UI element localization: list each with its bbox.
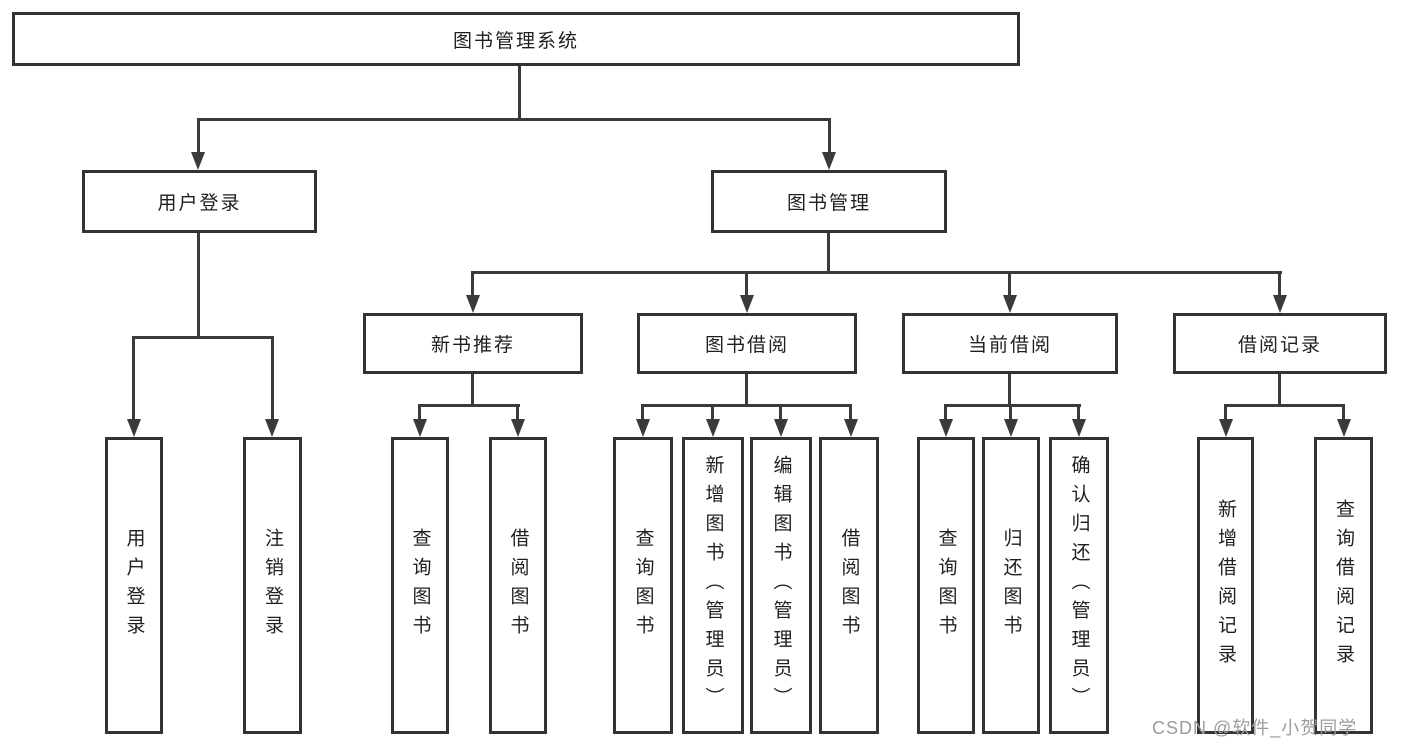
leaf-label: 注销登录 <box>262 527 283 644</box>
connector-drop <box>516 404 519 421</box>
arrowhead-down-icon <box>511 419 525 437</box>
connector-book-borrow-branch <box>641 404 852 407</box>
leaf-user-login: 用户登录 <box>105 437 163 734</box>
leaf-records-query: 查询借阅记录 <box>1314 437 1373 734</box>
leaf-label: 确认归还（管理员） <box>1068 455 1090 716</box>
connector-drop <box>271 336 274 421</box>
arrowhead-down-icon <box>1003 295 1017 313</box>
leaf-current-confirm: 确认归还（管理员） <box>1049 437 1109 734</box>
node-book-mgmt-label: 图书管理 <box>786 193 871 214</box>
arrowhead-down-icon <box>191 152 205 170</box>
arrowhead-down-icon <box>939 419 953 437</box>
node-user-login-label: 用户登录 <box>157 193 242 214</box>
connector-drop <box>1009 404 1012 421</box>
connector-borrow-records-stub <box>1278 374 1281 407</box>
arrowhead-down-icon <box>413 419 427 437</box>
connector-drop <box>1342 404 1345 421</box>
leaf-label: 编辑图书（管理员） <box>770 455 792 716</box>
node-new-books: 新书推荐 <box>363 313 583 374</box>
arrowhead-down-icon <box>1337 419 1351 437</box>
arrowhead-down-icon <box>1273 295 1287 313</box>
leaf-logout: 注销登录 <box>243 437 302 734</box>
connector-drop <box>641 404 644 421</box>
node-book-borrow-label: 图书借阅 <box>704 335 789 356</box>
arrowhead-down-icon <box>740 295 754 313</box>
node-current-borrow-label: 当前借阅 <box>967 335 1052 356</box>
arrowhead-down-icon <box>265 419 279 437</box>
connector-drop <box>711 404 714 421</box>
connector-book-borrow-stub <box>745 374 748 407</box>
connector-drop <box>849 404 852 421</box>
node-borrow-records: 借阅记录 <box>1173 313 1387 374</box>
leaf-label: 查询图书 <box>632 527 654 644</box>
connector-drop <box>1008 271 1011 297</box>
connector-book-mgmt-stub <box>827 233 830 274</box>
arrowhead-down-icon <box>844 419 858 437</box>
leaf-current-return: 归还图书 <box>982 437 1040 734</box>
leaf-records-add: 新增借阅记录 <box>1197 437 1254 734</box>
connector-user-login-branch <box>132 336 274 339</box>
arrowhead-down-icon <box>636 419 650 437</box>
leaf-newbooks-query: 查询图书 <box>391 437 449 734</box>
leaf-borrow-book: 借阅图书 <box>819 437 879 734</box>
node-book-borrow: 图书借阅 <box>637 313 857 374</box>
leaf-label: 新增借阅记录 <box>1215 498 1236 673</box>
connector-current-borrow-branch <box>944 404 1081 407</box>
node-new-books-label: 新书推荐 <box>430 335 515 356</box>
arrowhead-down-icon <box>127 419 141 437</box>
connector-user-login-drop <box>197 118 200 154</box>
connector-drop <box>471 271 474 297</box>
connector-book-mgmt-drop <box>828 118 831 154</box>
leaf-label: 新增图书（管理员） <box>702 455 724 716</box>
arrowhead-down-icon <box>822 152 836 170</box>
arrowhead-down-icon <box>1004 419 1018 437</box>
connector-level2-branch <box>471 271 1282 274</box>
leaf-borrow-edit: 编辑图书（管理员） <box>750 437 812 734</box>
leaf-label: 归还图书 <box>1000 527 1022 644</box>
leaf-borrow-query: 查询图书 <box>613 437 673 734</box>
connector-current-borrow-stub <box>1008 374 1011 407</box>
node-root-system: 图书管理系统 <box>12 12 1020 66</box>
arrowhead-down-icon <box>1072 419 1086 437</box>
csdn-watermark: CSDN @软件_小贺同学 <box>1152 718 1358 738</box>
connector-drop <box>1077 404 1080 421</box>
connector-drop <box>132 336 135 421</box>
leaf-borrow-add: 新增图书（管理员） <box>682 437 744 734</box>
connector-new-books-stub <box>471 374 474 407</box>
connector-drop <box>944 404 947 421</box>
leaf-current-query: 查询图书 <box>917 437 975 734</box>
connector-user-login-stub <box>197 233 200 339</box>
connector-root-stub <box>518 66 521 120</box>
arrowhead-down-icon <box>466 295 480 313</box>
node-user-login: 用户登录 <box>82 170 317 233</box>
leaf-label: 查询图书 <box>409 527 431 644</box>
leaf-label: 借阅图书 <box>838 527 860 644</box>
leaf-label: 借阅图书 <box>507 527 529 644</box>
node-root-label: 图书管理系统 <box>452 30 579 52</box>
node-borrow-records-label: 借阅记录 <box>1237 335 1322 356</box>
connector-drop <box>1224 404 1227 421</box>
connector-drop <box>1278 271 1281 297</box>
connector-drop <box>745 271 748 297</box>
arrowhead-down-icon <box>706 419 720 437</box>
leaf-label: 查询借阅记录 <box>1333 498 1354 673</box>
connector-drop <box>418 404 421 421</box>
connector-drop <box>779 404 782 421</box>
arrowhead-down-icon <box>774 419 788 437</box>
connector-level1-branch <box>197 118 831 121</box>
node-current-borrow: 当前借阅 <box>902 313 1118 374</box>
node-book-mgmt: 图书管理 <box>711 170 947 233</box>
connector-new-books-branch <box>418 404 520 407</box>
connector-borrow-records-branch <box>1224 404 1345 407</box>
leaf-newbooks-borrow: 借阅图书 <box>489 437 547 734</box>
arrowhead-down-icon <box>1219 419 1233 437</box>
leaf-label: 用户登录 <box>123 527 145 644</box>
leaf-label: 查询图书 <box>935 527 957 644</box>
